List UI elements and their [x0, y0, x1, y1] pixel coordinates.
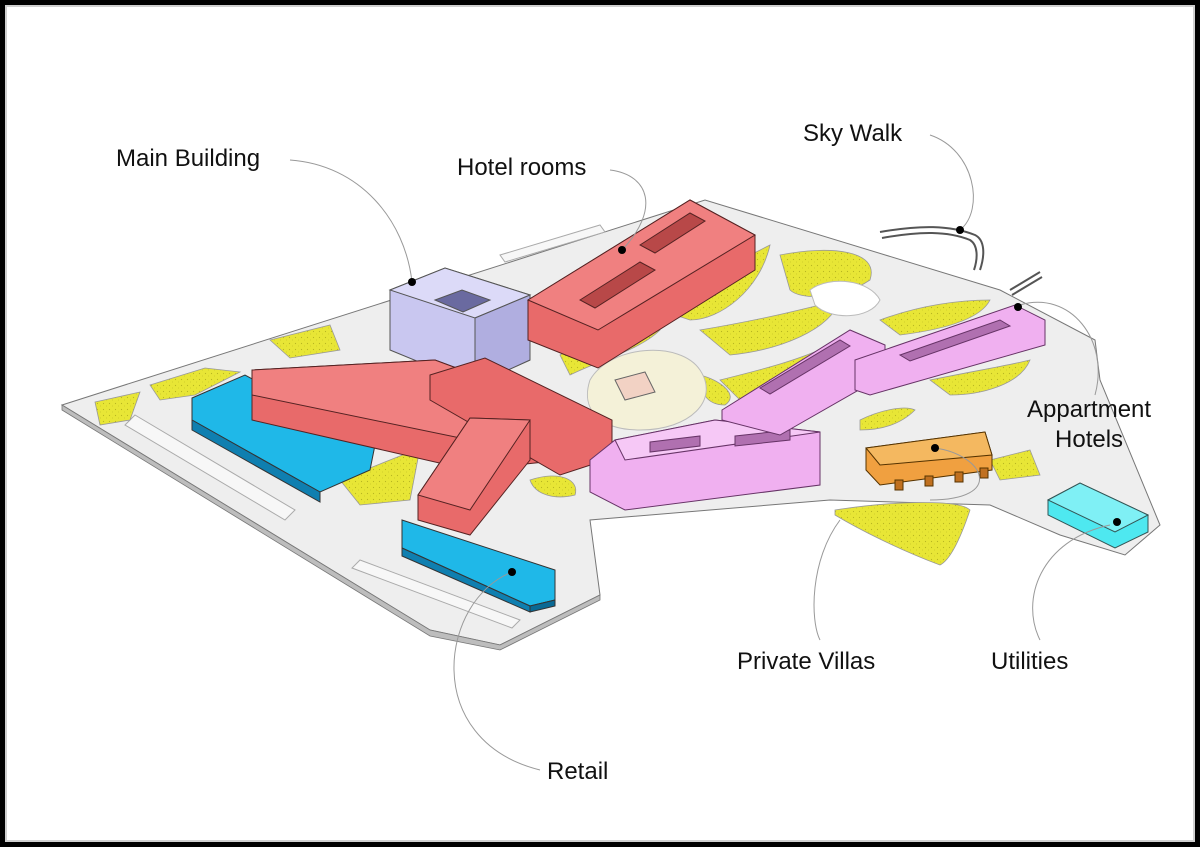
private-villas: [865, 431, 993, 491]
hotel-rooms: [251, 199, 757, 536]
label-retail: Retail: [547, 758, 609, 785]
leader-lines: [289, 134, 1111, 771]
appartment-hotels: [589, 304, 1046, 511]
label-appartment-hotels: Appartment Hotels: [1027, 395, 1151, 455]
parking-strip-west: [124, 224, 606, 629]
plaza-pavilion: [614, 371, 656, 401]
sky-walk: [879, 226, 1043, 296]
label-private-villas: Private Villas: [737, 648, 876, 675]
site-edge: [61, 404, 601, 651]
leader-dots: [408, 226, 1121, 576]
plaza-lawn: [809, 280, 881, 317]
retail-buildings: [191, 374, 556, 613]
label-appartment-hotels-line1: Appartment: [1027, 396, 1152, 423]
label-hotel-rooms: Hotel rooms: [457, 154, 587, 181]
label-appartment-hotels-line2: Hotels: [1055, 426, 1124, 453]
label-utilities: Utilities: [991, 648, 1069, 675]
label-sky-walk: Sky Walk: [803, 120, 903, 147]
utilities-building: [1046, 482, 1150, 549]
main-building: [388, 267, 532, 386]
label-main-building: Main Building: [116, 145, 261, 172]
